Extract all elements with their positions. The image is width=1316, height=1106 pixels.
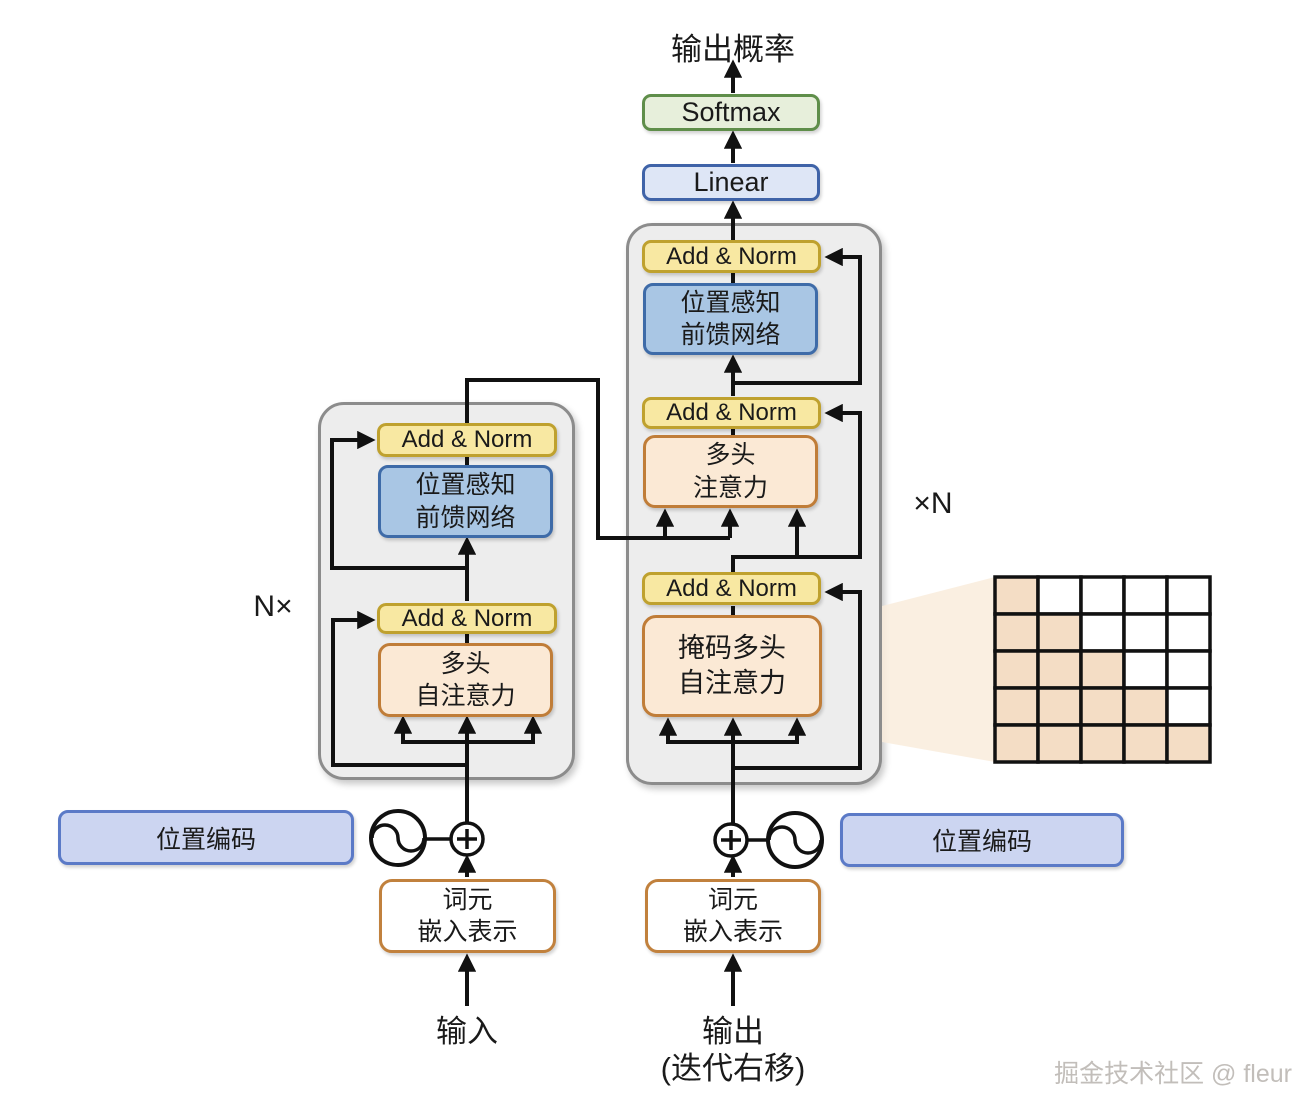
mask-grid-cell — [1036, 612, 1083, 653]
mask-grid-cell — [993, 649, 1040, 690]
encoder-self-attention-line2: 自注意力 — [415, 682, 516, 710]
mask-grid-cell — [1036, 575, 1083, 616]
output-label: 输出 (迭代右移) — [623, 1014, 843, 1087]
mask-grid-cell — [1165, 612, 1212, 653]
linear-label: Linear — [693, 167, 769, 197]
softmax-label: Softmax — [681, 97, 781, 127]
decoder-ffn-line2: 前馈网络 — [680, 321, 781, 349]
mask-grid-cell — [993, 575, 1040, 616]
decoder-positional-encoding-box: 位置编码 — [840, 813, 1124, 867]
mask-grid-cell — [1079, 686, 1126, 727]
mask-grid-cell — [1079, 612, 1126, 653]
right-sine-wave-icon — [766, 811, 824, 869]
encoder-token-embedding-box: 词元 嵌入表示 — [379, 879, 556, 953]
mask-grid-cell — [1079, 649, 1126, 690]
output-label-line2: (迭代右移) — [660, 1050, 806, 1086]
encoder-embedding-line1: 词元 — [442, 885, 493, 914]
encoder-add-norm-top-box: Add & Norm — [377, 423, 557, 457]
softmax-box: Softmax — [642, 94, 820, 131]
mask-grid-cell — [1079, 723, 1126, 764]
encoder-add-norm-bottom-box: Add & Norm — [377, 603, 557, 634]
input-label: 输入 — [436, 1014, 498, 1049]
decoder-repeat-multiplier: ×N — [913, 487, 953, 520]
right-sine-curve — [767, 825, 823, 855]
left-plus-glyph — [457, 829, 477, 849]
mask-grid-cell — [1165, 575, 1212, 616]
encoder-positional-encoding-label: 位置编码 — [155, 825, 256, 854]
mask-grid-cell — [1036, 649, 1083, 690]
encoder-feed-forward-box: 位置感知 前馈网络 — [378, 465, 553, 538]
decoder-cross-attention-line1: 多头 — [705, 441, 756, 469]
mask-grid-cell — [1122, 575, 1169, 616]
decoder-ffn-line1: 位置感知 — [680, 288, 781, 317]
encoder-add-norm-top-label: Add & Norm — [401, 426, 533, 453]
encoder-embedding-line2: 嵌入表示 — [417, 918, 518, 946]
right-plus-adder-icon — [713, 822, 749, 858]
attention-mask-grid — [993, 575, 1212, 764]
mask-funnel-shape — [882, 577, 995, 762]
mask-grid-cell — [1036, 723, 1083, 764]
mask-grid-cell — [993, 686, 1040, 727]
decoder-feed-forward-box: 位置感知 前馈网络 — [643, 283, 818, 355]
decoder-cross-attention-box: 多头 注意力 — [643, 435, 818, 508]
mask-grid-cell — [1165, 723, 1212, 764]
decoder-add-norm-bottom-box: Add & Norm — [642, 572, 821, 605]
decoder-add-norm-middle-label: Add & Norm — [666, 399, 797, 426]
decoder-embedding-line2: 嵌入表示 — [682, 918, 783, 946]
mask-grid-cell — [1122, 649, 1169, 690]
decoder-add-norm-top-box: Add & Norm — [642, 240, 821, 273]
encoder-ffn-line2: 前馈网络 — [415, 503, 516, 532]
output-label-line1: 输出 — [702, 1014, 764, 1049]
right-plus-glyph — [721, 830, 741, 850]
encoder-self-attention-line1: 多头 — [440, 649, 491, 678]
mask-grid-cell — [1122, 612, 1169, 653]
encoder-self-attention-box: 多头 自注意力 — [378, 643, 553, 717]
decoder-add-norm-bottom-label: Add & Norm — [666, 574, 797, 602]
left-sine-wave-icon — [369, 809, 427, 867]
masked-self-attention-line1: 掩码多头 — [678, 632, 786, 663]
decoder-masked-self-attention-box: 掩码多头 自注意力 — [642, 615, 822, 717]
decoder-positional-encoding-label: 位置编码 — [931, 828, 1032, 856]
left-sine-curve — [370, 823, 426, 853]
encoder-repeat-multiplier: N× — [253, 590, 293, 623]
left-plus-adder-icon — [449, 821, 485, 857]
mask-grid-cell — [1122, 686, 1169, 727]
masked-self-attention-line2: 自注意力 — [678, 668, 786, 698]
encoder-add-norm-bottom-label: Add & Norm — [401, 604, 533, 632]
mask-grid-cell — [1036, 686, 1083, 727]
watermark-text: 掘金技术社区 @ fleur — [1054, 1060, 1292, 1088]
mask-grid-cell — [1079, 575, 1126, 616]
encoder-stack-container — [318, 402, 575, 780]
encoder-ffn-line1: 位置感知 — [415, 471, 516, 499]
decoder-token-embedding-box: 词元 嵌入表示 — [645, 879, 821, 953]
linear-box: Linear — [642, 164, 820, 201]
mask-grid-cell — [1165, 686, 1212, 727]
output-probabilities-title: 输出概率 — [671, 32, 795, 67]
encoder-positional-encoding-box: 位置编码 — [58, 810, 354, 865]
mask-grid-cell — [993, 723, 1040, 764]
decoder-cross-attention-line2: 注意力 — [692, 473, 768, 502]
decoder-add-norm-middle-box: Add & Norm — [642, 397, 821, 429]
decoder-add-norm-top-label: Add & Norm — [666, 242, 797, 270]
mask-grid-cell — [1122, 723, 1169, 764]
mask-grid-cell — [993, 612, 1040, 653]
mask-grid-cell — [1165, 649, 1212, 690]
decoder-embedding-line1: 词元 — [707, 885, 758, 914]
